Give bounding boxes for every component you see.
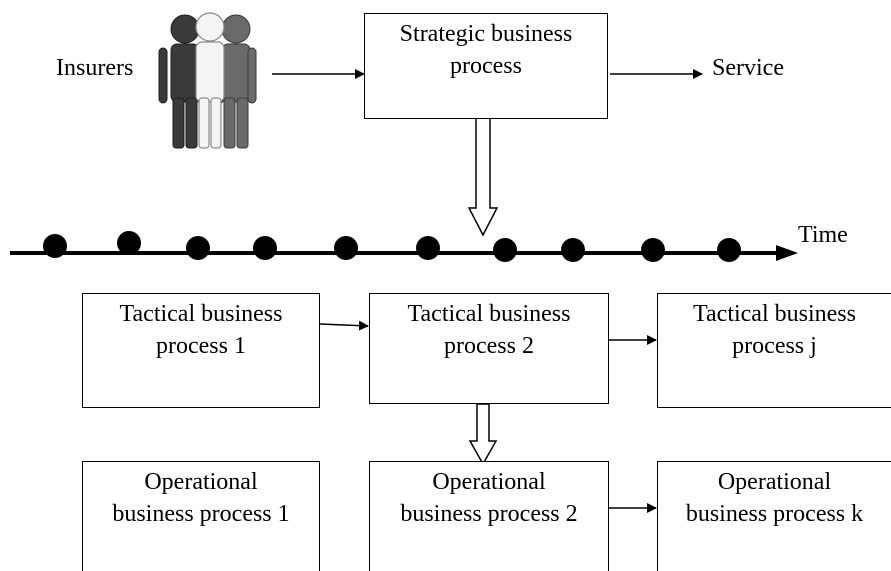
time-event-dot <box>717 238 741 262</box>
strategic-line-1: Strategic business <box>399 21 573 47</box>
tactical-j-line-2: process j <box>732 333 817 359</box>
operational-process-box-k: Operational business process k <box>657 461 891 571</box>
tactical-2-line-2: process 2 <box>444 333 534 359</box>
tactical-process-box-1: Tactical business process 1 <box>82 293 320 408</box>
hollow-arrow-tactical-down <box>468 403 498 466</box>
time-event-dot <box>334 236 358 260</box>
operational-2-line-1: Operational <box>432 469 546 495</box>
time-event-dot <box>186 236 210 260</box>
tactical-1-line-2: process 1 <box>156 333 246 359</box>
tactical-process-box-2: Tactical business process 2 <box>369 293 609 404</box>
time-event-dot <box>641 238 665 262</box>
operational-1-line-1: Operational <box>144 469 258 495</box>
service-label: Service <box>712 55 784 81</box>
time-event-dot <box>416 236 440 260</box>
strategic-process-box: Strategic business process <box>364 13 608 119</box>
time-axis-arrowhead <box>776 245 798 261</box>
people-group-icon <box>158 12 257 149</box>
operational-k-line-1: Operational <box>717 469 832 495</box>
tactical-2-line-1: Tactical business <box>407 301 571 327</box>
time-events <box>43 231 741 262</box>
time-label: Time <box>798 222 848 248</box>
time-event-dot <box>561 238 585 262</box>
insurers-label: Insurers <box>56 55 134 81</box>
tactical-j-line-1: Tactical business <box>693 301 856 327</box>
operational-1-line-2: business process 1 <box>112 501 290 527</box>
operational-process-box-1: Operational business process 1 <box>82 461 320 571</box>
tactical-process-box-j: Tactical business process j <box>657 293 891 408</box>
time-event-dot <box>43 234 67 258</box>
time-event-dot <box>117 231 141 255</box>
hollow-arrow-strategic-down <box>467 117 499 237</box>
time-event-dot <box>253 236 277 260</box>
tactical-1-line-1: Tactical business <box>119 301 283 327</box>
operational-2-line-2: business process 2 <box>400 501 578 527</box>
operational-process-box-2: Operational business process 2 <box>369 461 609 571</box>
operational-k-line-2: business process k <box>685 501 864 527</box>
strategic-line-2: process <box>450 53 522 79</box>
arrow-tactical-1-to-2 <box>319 320 369 331</box>
time-event-dot <box>493 238 517 262</box>
